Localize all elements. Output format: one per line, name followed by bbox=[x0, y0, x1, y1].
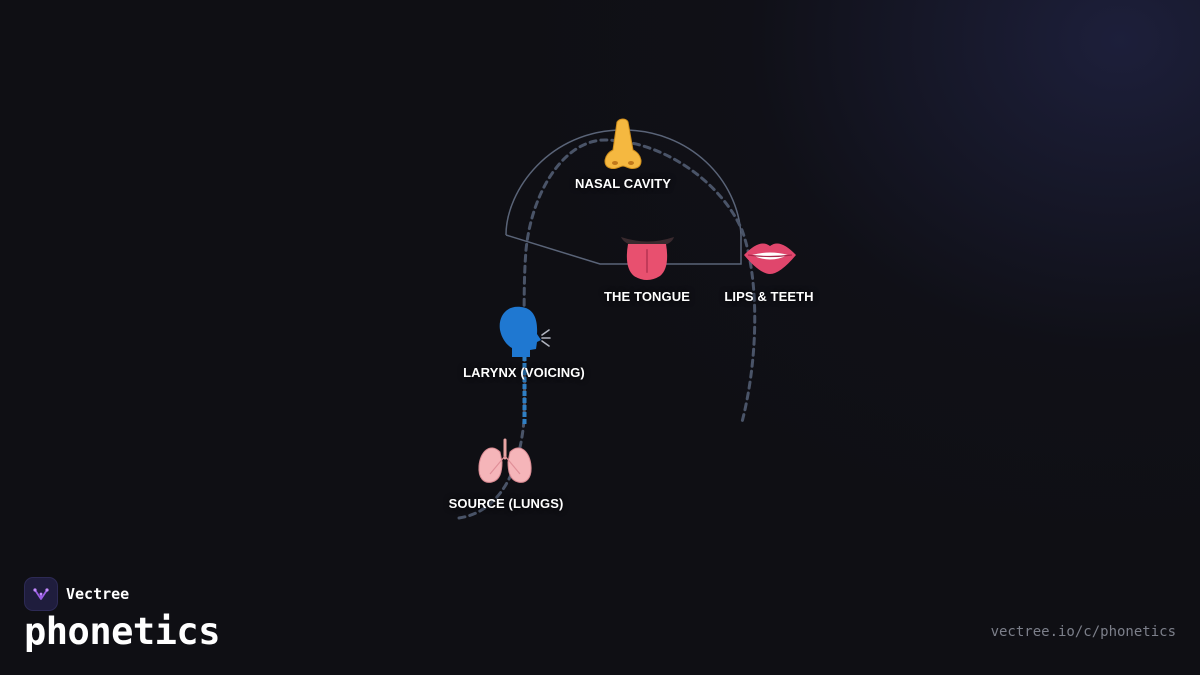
lungs-label: SOURCE (LUNGS) bbox=[448, 496, 564, 511]
nasal-cavity-label: NASAL CAVITY bbox=[574, 176, 672, 191]
tongue-icon bbox=[621, 237, 674, 280]
tongue-label: THE TONGUE bbox=[604, 289, 690, 304]
head-outline bbox=[505, 129, 742, 265]
brand: Vectree bbox=[24, 577, 129, 611]
course-url[interactable]: vectree.io/c/phonetics bbox=[990, 624, 1176, 640]
lungs-icon bbox=[478, 438, 532, 483]
nose-icon bbox=[604, 118, 642, 170]
larynx-label: LARYNX (VOICING) bbox=[463, 365, 585, 380]
brand-name: Vectree bbox=[66, 585, 130, 603]
speaking-head-icon bbox=[499, 306, 551, 357]
lips-teeth-label: LIPS & TEETH bbox=[724, 289, 814, 304]
vectree-logo-icon bbox=[24, 577, 58, 611]
lips-icon bbox=[744, 243, 796, 274]
course-title: phonetics bbox=[24, 610, 220, 653]
